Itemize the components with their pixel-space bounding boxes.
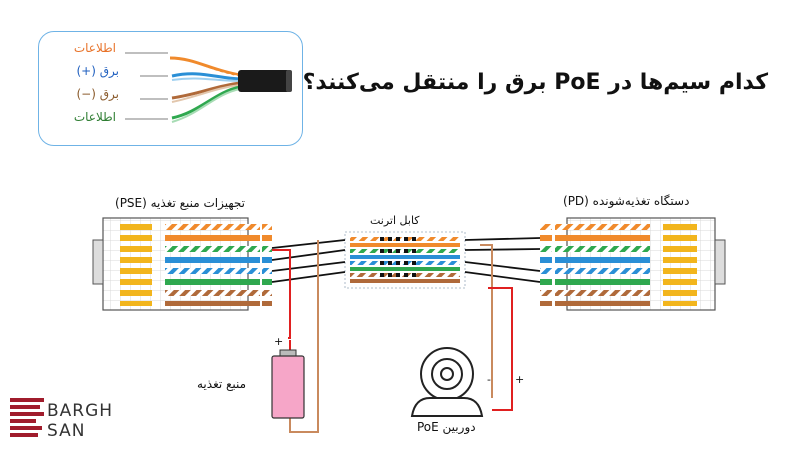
- power-supply-label: منبع تغذیه: [197, 377, 247, 391]
- page-title: کدام سیم‌ها در PoE برق را منتقل می‌کنند؟: [302, 70, 768, 95]
- legend-label-power-minus: برق (−): [76, 87, 119, 101]
- barghsan-logo-icon: [10, 398, 44, 437]
- cable-label: کابل اترنت: [370, 214, 420, 227]
- ethernet-cable-section: [271, 231, 541, 289]
- legend-label-data-2: اطلاعات: [73, 110, 116, 124]
- battery-plus-sign: +: [274, 335, 284, 348]
- legend-label-power-plus: برق (+): [76, 64, 119, 78]
- legend-label-data-1: اطلاعات: [73, 41, 116, 55]
- pd-connector: [540, 217, 726, 311]
- camera-minus-sign: -: [487, 373, 491, 386]
- pse-label: تجهیزات منبع تغذیه (PSE): [115, 196, 245, 210]
- pd-label: دستگاه تغذیه‌شونده (PD): [563, 194, 690, 208]
- poe-camera-icon: [410, 347, 484, 417]
- camera-wiring: [480, 244, 513, 411]
- wire-legend-box: [38, 31, 303, 146]
- logo-text-line1: BARGH: [47, 401, 114, 421]
- camera-label: دوربین PoE: [417, 420, 476, 434]
- pse-connector: [92, 217, 272, 311]
- camera-plus-sign: +: [515, 373, 525, 386]
- legend-cable-icon: [125, 52, 292, 123]
- logo-text-line2: SAN: [47, 421, 86, 441]
- battery-icon: [271, 349, 305, 419]
